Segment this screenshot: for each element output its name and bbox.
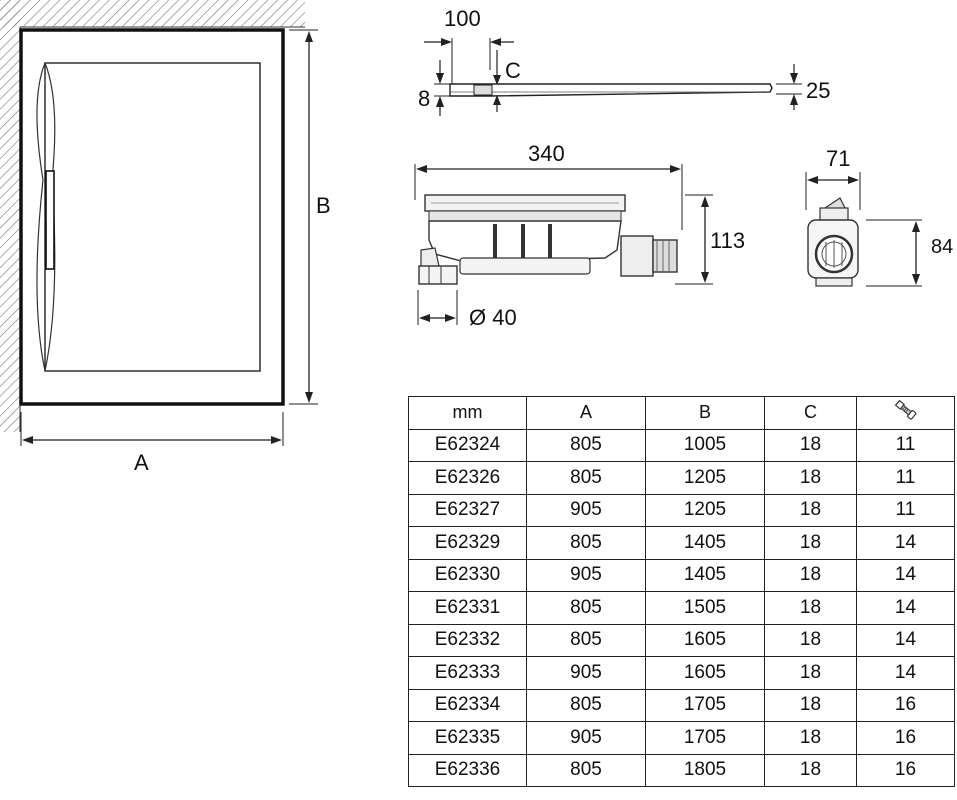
header-c: C [764, 396, 857, 430]
cell-screws: 14 [856, 623, 955, 657]
cell-model: E62334 [408, 688, 527, 722]
tray-profile [449, 83, 773, 97]
cell-a: 805 [526, 623, 646, 657]
cell-screws: 11 [856, 461, 955, 495]
drain-outlet [620, 235, 654, 277]
cell-screws: 11 [856, 428, 955, 462]
table-header-row: mm A B C [408, 396, 955, 430]
cell-b: 1605 [645, 623, 765, 657]
drain-front-height-label: 84 [931, 236, 954, 258]
cell-screws: 16 [856, 721, 955, 755]
cell-model: E62332 [408, 623, 527, 657]
cell-c: 18 [764, 558, 857, 592]
cell-screws: 14 [856, 558, 955, 592]
header-b: B [645, 396, 765, 430]
cell-a: 905 [526, 656, 646, 690]
cell-b: 1705 [645, 688, 765, 722]
cell-a: 805 [526, 461, 646, 495]
cell-model: E62327 [408, 493, 527, 527]
drain-channel [45, 170, 55, 270]
cell-a: 805 [526, 753, 646, 787]
cell-b: 1405 [645, 526, 765, 560]
plan-view-drawing [0, 0, 318, 446]
cell-a: 905 [526, 493, 646, 527]
cell-screws: 11 [856, 493, 955, 527]
cell-c: 18 [764, 721, 857, 755]
cell-c: 18 [764, 591, 857, 625]
header-screw [856, 396, 955, 430]
profile-view-drawing [424, 38, 802, 116]
drain-side-drawing [414, 164, 713, 325]
drain-length-label: 340 [528, 141, 565, 166]
drain-front-drawing [805, 172, 922, 287]
cell-screws: 14 [856, 656, 955, 690]
cell-screws: 16 [856, 753, 955, 787]
cell-screws: 14 [856, 591, 955, 625]
cell-c: 18 [764, 623, 857, 657]
wall-hatching-top [0, 0, 305, 27]
screw-fixing-icon [894, 400, 916, 420]
drain-height-label: 113 [710, 228, 746, 253]
cell-c: 18 [764, 688, 857, 722]
cell-a: 805 [526, 526, 646, 560]
cell-model: E62326 [408, 461, 527, 495]
cell-model: E62333 [408, 656, 527, 690]
cell-model: E62331 [408, 591, 527, 625]
cell-model: E62336 [408, 753, 527, 787]
dimension-b-label: B [316, 193, 331, 218]
cell-b: 1805 [645, 753, 765, 787]
cell-a: 805 [526, 688, 646, 722]
cell-a: 905 [526, 558, 646, 592]
cell-a: 805 [526, 428, 646, 462]
profile-height-label: 25 [806, 78, 831, 103]
cell-b: 1205 [645, 461, 765, 495]
cell-c: 18 [764, 461, 857, 495]
profile-width-label: 100 [444, 6, 481, 31]
cell-b: 1005 [645, 428, 765, 462]
cell-b: 1705 [645, 721, 765, 755]
cell-model: E62330 [408, 558, 527, 592]
profile-c-label: C [505, 58, 521, 83]
cell-b: 1505 [645, 591, 765, 625]
cell-screws: 14 [856, 526, 955, 560]
cell-c: 18 [764, 428, 857, 462]
cell-a: 905 [526, 721, 646, 755]
cell-a: 805 [526, 591, 646, 625]
wall-hatching-left [0, 0, 20, 432]
profile-thickness-label: 8 [418, 86, 431, 111]
cell-c: 18 [764, 753, 857, 787]
dimension-a-label: A [134, 450, 149, 475]
cell-b: 1605 [645, 656, 765, 690]
drain-front-width-label: 71 [826, 146, 851, 171]
cell-b: 1405 [645, 558, 765, 592]
header-a: A [526, 396, 646, 430]
header-mm: mm [408, 396, 527, 430]
cell-c: 18 [764, 493, 857, 527]
cell-screws: 16 [856, 688, 955, 722]
cell-model: E62324 [408, 428, 527, 462]
cell-b: 1205 [645, 493, 765, 527]
tray-surface [44, 62, 261, 372]
cell-model: E62329 [408, 526, 527, 560]
cell-c: 18 [764, 526, 857, 560]
cell-model: E62335 [408, 721, 527, 755]
drain-outlet-label: Ø 40 [469, 305, 517, 330]
cell-c: 18 [764, 656, 857, 690]
